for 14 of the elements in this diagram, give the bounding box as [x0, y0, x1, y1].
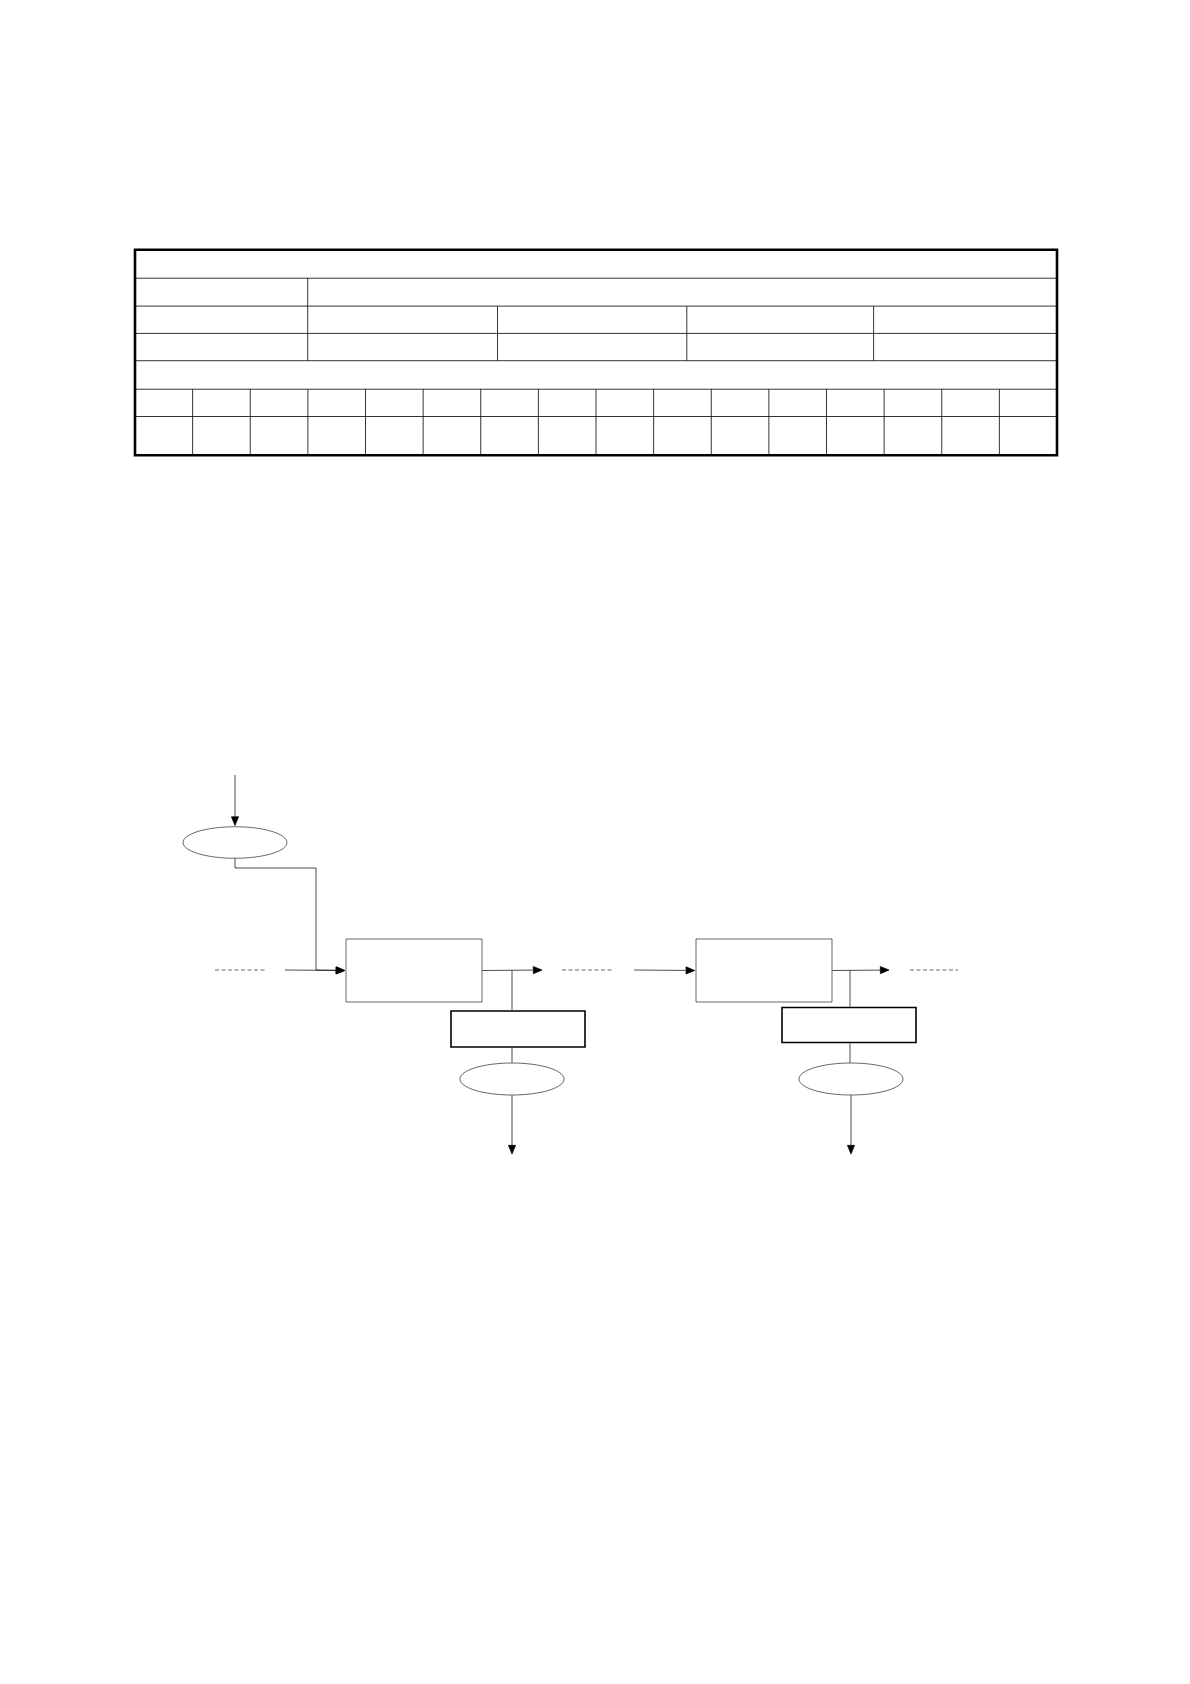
process-box: [695, 938, 833, 1003]
arrow: [508, 1094, 516, 1155]
ellipse-shape: [459, 1062, 565, 1096]
process-box: [781, 1006, 917, 1044]
arrow: [633, 966, 696, 975]
ellipse-shape: [798, 1062, 904, 1096]
arrow: [481, 966, 543, 974]
arrow: [831, 966, 890, 974]
arrow: [847, 1094, 855, 1155]
process-box: [345, 938, 483, 1003]
arrow: [231, 774, 239, 826]
arrow: [284, 966, 346, 975]
ellipse-shape: [182, 826, 288, 859]
process-box: [450, 1010, 586, 1048]
